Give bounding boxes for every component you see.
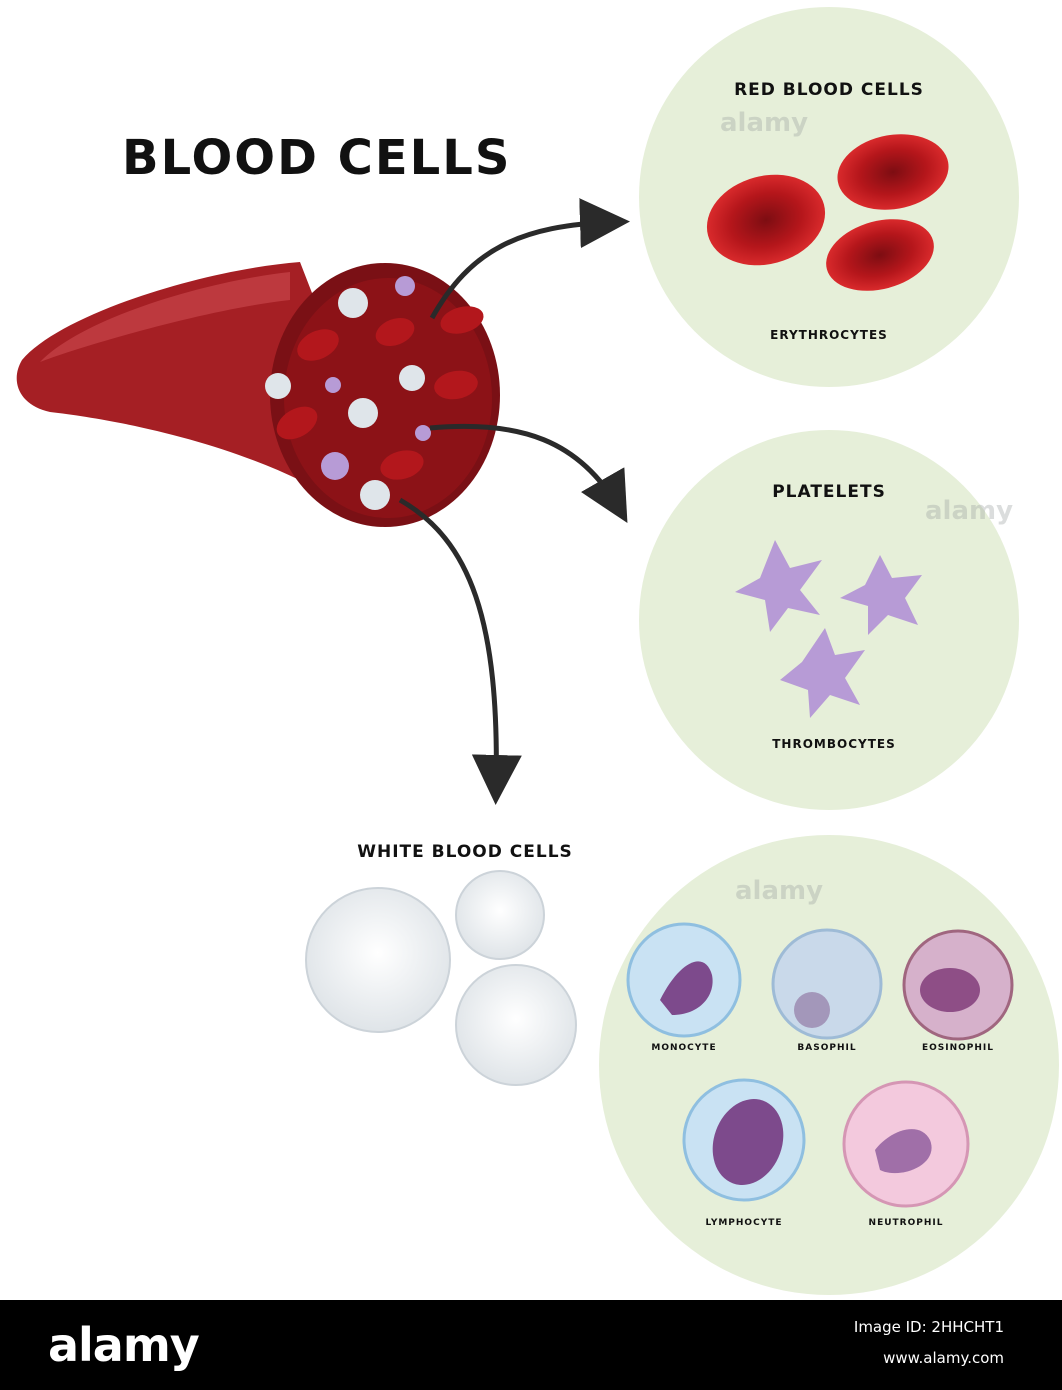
footer-logo: alamy	[48, 1318, 200, 1372]
rbc-in-vessel	[380, 450, 424, 480]
rbc-in-vessel	[297, 329, 339, 361]
lymphocyte-cell	[682, 1078, 806, 1202]
rbc-in-vessel	[440, 306, 484, 334]
platelet-cell	[780, 628, 865, 718]
platelets-sublabel: THROMBOCYTES	[772, 737, 896, 751]
footer-image-info: Image ID: 2HHCHT1 www.alamy.com	[854, 1312, 1004, 1374]
neutrophil-cell	[842, 1080, 970, 1208]
wbc-in-vessel	[338, 288, 368, 318]
rbc-group	[706, 134, 949, 291]
neutrophil-label: NEUTROPHIL	[868, 1218, 944, 1228]
platelet-in-vessel	[415, 425, 431, 441]
platelet-cell	[840, 555, 922, 635]
basophil-label: BASOPHIL	[797, 1043, 857, 1053]
blood-vessel	[16, 262, 500, 527]
white-types-circle	[599, 835, 1059, 1295]
platelet-in-vessel	[325, 377, 341, 393]
wbc-cell	[305, 887, 451, 1033]
wbc-in-vessel	[399, 365, 425, 391]
wbc-in-vessel	[348, 398, 378, 428]
arrow-to-red	[429, 198, 630, 320]
rbc-cell	[706, 174, 826, 266]
rbc-in-vessel	[434, 370, 478, 400]
lymphocyte-label: LYMPHOCYTE	[705, 1218, 783, 1228]
white-cells-heading: WHITE BLOOD CELLS	[357, 842, 573, 862]
platelet-in-vessel	[395, 276, 415, 296]
platelet-in-vessel	[321, 452, 349, 480]
arrows	[398, 198, 630, 805]
wbc-cluster	[305, 870, 577, 1086]
watermark: alamy	[735, 876, 824, 906]
footer-bar: alamy Image ID: 2HHCHT1 www.alamy.com	[0, 1300, 1062, 1390]
platelets-circle	[639, 430, 1019, 810]
basophil-cell	[771, 928, 883, 1040]
page-title: BLOOD CELLS	[122, 130, 512, 186]
arrow-to-platelets	[429, 423, 628, 524]
footer-image-id: Image ID: 2HHCHT1	[853, 1318, 1004, 1336]
eosinophil-cell	[902, 929, 1014, 1041]
vessel-contents	[265, 276, 484, 510]
footer-url: www.alamy.com	[883, 1349, 1004, 1367]
monocyte-label: MONOCYTE	[651, 1043, 717, 1053]
diagram-canvas	[16, 7, 1059, 1295]
monocyte-cell	[626, 922, 742, 1038]
platelet-cell	[735, 540, 822, 632]
vessel-highlight	[40, 272, 290, 362]
platelet-group	[735, 540, 922, 718]
red-cells-sublabel: ERYTHROCYTES	[770, 328, 888, 342]
wbc-types	[626, 922, 1014, 1208]
watermark: alamy	[925, 496, 1014, 526]
wbc-in-vessel	[265, 373, 291, 399]
wbc-cell	[455, 964, 577, 1086]
rbc-cell	[837, 134, 949, 210]
rbc-in-vessel	[375, 317, 415, 347]
wbc-cell	[455, 870, 545, 960]
rbc-cell	[826, 219, 934, 291]
rbc-in-vessel	[276, 406, 318, 440]
watermark: alamy	[720, 108, 809, 138]
red-cells-circle	[639, 7, 1019, 387]
red-cells-heading: RED BLOOD CELLS	[734, 80, 924, 100]
arrow-to-white	[398, 497, 522, 805]
wbc-in-vessel	[360, 480, 390, 510]
platelets-heading: PLATELETS	[772, 482, 886, 502]
eosinophil-label: EOSINOPHIL	[921, 1043, 995, 1053]
